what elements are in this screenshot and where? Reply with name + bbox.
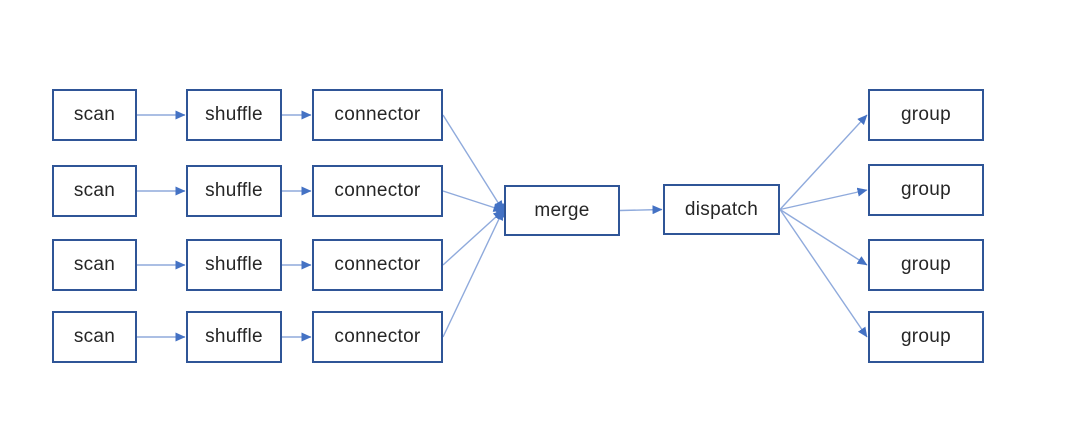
edge-dispatch-to-group-2 [779,187,868,211]
node-label: connector [334,254,421,275]
node-shuffle-4: shuffle [186,311,282,363]
node-group-2: group [868,164,984,216]
node-label: group [900,179,952,200]
node-label: scan [73,104,116,125]
node-connector-4: connector [312,311,443,363]
node-label: connector [334,180,421,201]
node-shuffle-1: shuffle [186,89,282,141]
node-scan-3: scan [52,239,137,291]
node-label: scan [73,180,116,201]
node-label: shuffle [205,254,263,275]
edge-connector-3-to-merge [442,209,504,266]
node-scan-2: scan [52,165,137,217]
node-merge: merge [504,185,620,236]
node-connector-2: connector [312,165,443,217]
edge-dispatch-to-group-4 [779,209,868,338]
edge-merge-to-dispatch [619,205,663,215]
node-group-4: group [868,311,984,363]
node-scan-4: scan [52,311,137,363]
node-label: connector [334,326,421,347]
node-connector-3: connector [312,239,443,291]
edge-connector-4-to-merge [442,210,504,338]
node-label: scan [73,254,116,275]
node-dispatch: dispatch [663,184,780,235]
edge-connector-1-to-merge [442,114,504,211]
edge-dispatch-to-group-1 [779,114,868,210]
edge-dispatch-to-group-3 [779,208,868,266]
node-label: shuffle [205,326,263,347]
node-label: group [900,326,952,347]
node-scan-1: scan [52,89,137,141]
node-group-1: group [868,89,984,141]
node-label: group [900,104,952,125]
node-group-3: group [868,239,984,291]
node-shuffle-2: shuffle [186,165,282,217]
node-label: shuffle [205,104,263,125]
node-connector-1: connector [312,89,443,141]
edge-connector-2-to-merge [442,190,504,212]
node-shuffle-3: shuffle [186,239,282,291]
node-label: group [900,254,952,275]
node-label: dispatch [684,198,759,220]
node-label: connector [334,104,421,125]
node-label: shuffle [205,180,263,201]
node-label: merge [534,199,590,221]
node-label: scan [73,326,116,347]
